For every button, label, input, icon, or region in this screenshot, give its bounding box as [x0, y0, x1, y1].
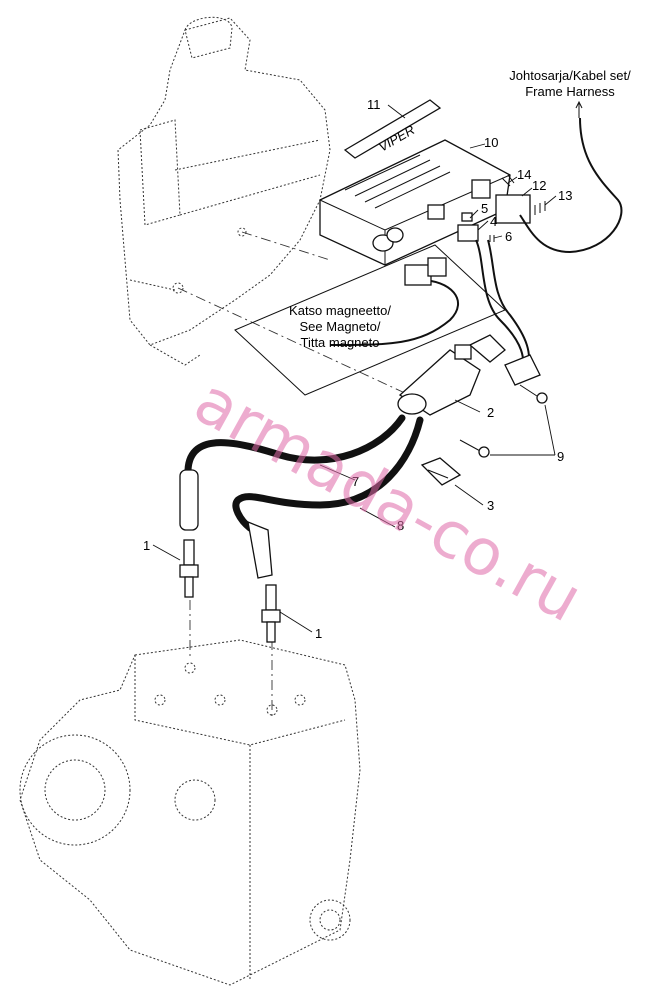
- magneto-note-line2: See Magneto/: [300, 319, 381, 334]
- magneto-connector: [404, 257, 447, 286]
- callout-7: 7: [352, 474, 359, 489]
- harness-note-line2: Frame Harness: [525, 84, 615, 99]
- engine: [19, 639, 361, 986]
- clip: [420, 457, 462, 486]
- callout-13: 13: [558, 188, 572, 203]
- spark-plug-caps: [179, 469, 273, 579]
- magneto-note-line3: Titta magneto: [300, 335, 379, 350]
- spark-plugs: [179, 539, 281, 643]
- callout-1a: 1: [143, 538, 150, 553]
- center-lines: [177, 231, 421, 720]
- magneto-note-line1: Katso magneetto/: [289, 303, 391, 318]
- callout-12: 12: [532, 178, 546, 193]
- callout-5: 5: [481, 201, 488, 216]
- ignition-coil: [397, 334, 541, 416]
- screws: [459, 384, 548, 458]
- harness-note-line1: Johtosarja/Kabel set/: [509, 68, 631, 83]
- callout-4: 4: [490, 214, 497, 229]
- callout-1b: 1: [315, 626, 322, 641]
- callout-labels: 1 1 2 3 4 5 6 7 8 9 10 11 12 13 14: [143, 97, 572, 641]
- callout-14: 14: [517, 167, 531, 182]
- connectors: [457, 174, 546, 242]
- harness-note: Johtosarja/Kabel set/ Frame Harness: [509, 68, 631, 99]
- leader-lines: [152, 104, 557, 633]
- callout-2: 2: [487, 405, 494, 420]
- callout-6: 6: [505, 229, 512, 244]
- callout-3: 3: [487, 498, 494, 513]
- magneto-note: Katso magneetto/ See Magneto/ Titta magn…: [289, 303, 391, 350]
- callout-9: 9: [557, 449, 564, 464]
- callout-10: 10: [484, 135, 498, 150]
- oil-tank: [117, 16, 331, 366]
- callout-8: 8: [397, 518, 404, 533]
- callout-11: 11: [367, 97, 381, 112]
- high-tension-leads: [184, 414, 424, 532]
